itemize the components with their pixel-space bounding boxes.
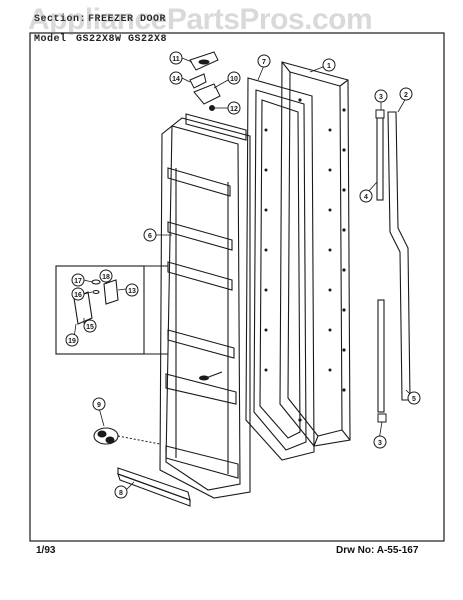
- model-value: GS22X8W GS22X8: [76, 34, 168, 45]
- callout-numbers: 1 2 3 3 4 5 6 7 8 9 10 11 12 13 14 15 16…: [68, 56, 416, 497]
- callout-15: 15: [86, 324, 94, 331]
- liner-screw: [199, 371, 223, 381]
- callout-13: 13: [128, 288, 136, 295]
- door-liner-part: [159, 113, 251, 499]
- door-trim-strips: [376, 111, 411, 413]
- callout-7: 7: [262, 59, 266, 66]
- callout-markers: [65, 51, 421, 499]
- door-panel-screw-holes: [298, 98, 346, 422]
- footer-date: 1/93: [36, 545, 56, 556]
- callout-9: 9: [97, 402, 101, 409]
- callout-12: 12: [230, 106, 238, 113]
- section-value: FREEZER DOOR: [88, 14, 167, 25]
- callout-2: 2: [404, 92, 408, 99]
- door-panel-part: [279, 61, 351, 447]
- callout-3-top: 3: [379, 94, 383, 101]
- callout-1: 1: [327, 63, 331, 70]
- gasket-fastener-dots: [264, 128, 332, 372]
- section-label: Section:: [34, 14, 87, 25]
- callout-leaders: [73, 57, 413, 491]
- callout-17: 17: [74, 278, 82, 285]
- hinge-hardware: [189, 51, 221, 111]
- clip-detail: [93, 427, 161, 445]
- drawing-number: Drw No: A-55-167: [336, 545, 419, 556]
- callout-5: 5: [412, 396, 416, 403]
- door-gasket-part: [245, 77, 315, 461]
- callout-3-bottom: 3: [378, 440, 382, 447]
- kick-plate-part: [117, 467, 191, 507]
- callout-4: 4: [364, 194, 368, 201]
- watermark: AppliancePartsPros.com: [28, 3, 373, 36]
- callout-10: 10: [230, 76, 238, 83]
- callout-8: 8: [119, 490, 123, 497]
- callout-18: 18: [102, 274, 110, 281]
- callout-11: 11: [172, 56, 180, 63]
- callout-19: 19: [68, 338, 76, 345]
- callout-16: 16: [74, 292, 82, 299]
- callout-6: 6: [148, 233, 152, 240]
- callout-14: 14: [172, 76, 180, 83]
- model-label: Model: [34, 34, 67, 45]
